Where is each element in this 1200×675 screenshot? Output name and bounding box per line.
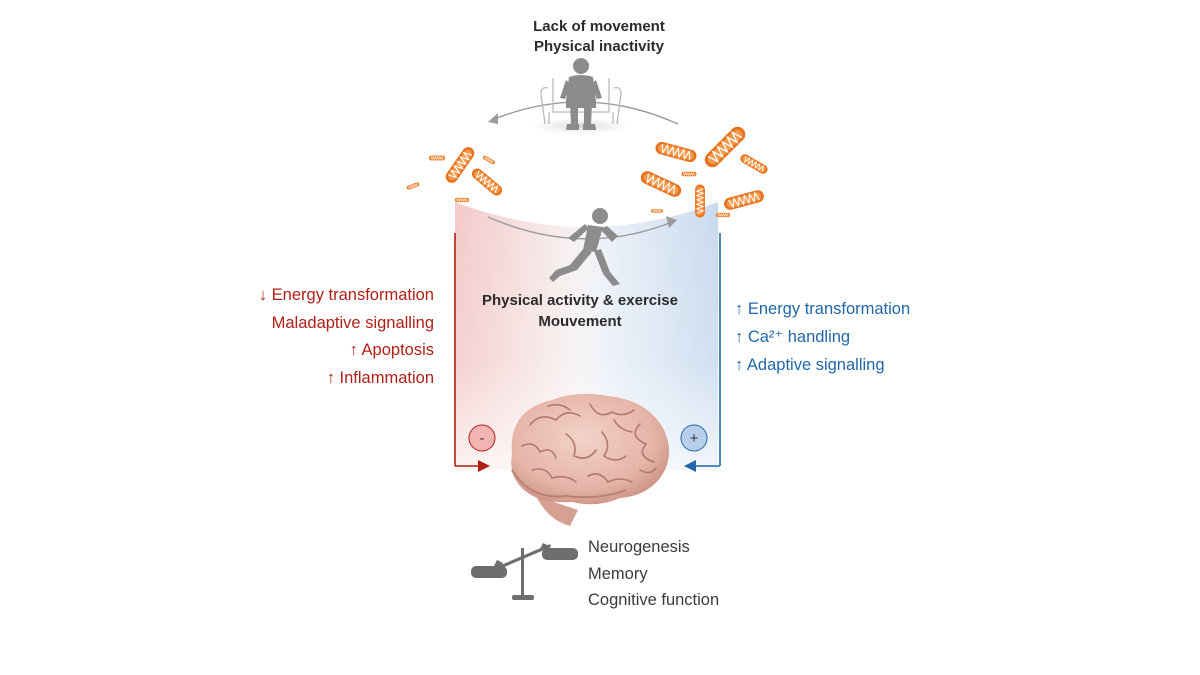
outcome-item: Memory: [588, 564, 648, 583]
activity-gradient-region: [455, 202, 718, 470]
mitochondrion-icon: [482, 154, 496, 166]
svg-text:-: -: [480, 430, 485, 447]
sitting-person-icon: [529, 58, 633, 135]
outcome-item: Cognitive function: [588, 591, 720, 609]
positive-effect-item: ↑ Adaptive signalling: [735, 356, 885, 374]
positive-effects-list: ↑ Energy transformation ↑ Ca²⁺ handling …: [735, 295, 910, 379]
inactivity-label: Lack of movement Physical inactivity: [469, 17, 729, 57]
outcome-item: Neurogenesis: [588, 538, 690, 556]
mitochondrion-icon: [700, 122, 750, 172]
mitochondrion-icon: [650, 209, 664, 213]
brain-icon: [511, 393, 670, 526]
negative-effect-item: ↑ Inflammation: [326, 369, 434, 388]
negative-effects-list: ↓ Energy transformation Maladaptive sign…: [259, 282, 434, 393]
negative-badge: -: [468, 424, 496, 452]
mitochondrion-icon: [653, 139, 699, 165]
mitochondrion-icon: [694, 184, 706, 218]
activity-label: Physical activity & exercise Mouvement: [455, 290, 705, 332]
activity-label-line1: Physical activity & exercise: [482, 292, 678, 309]
mitochondrion-icon: [715, 212, 731, 218]
positive-badge: +: [680, 424, 708, 452]
mitochondria-left: [405, 144, 505, 203]
positive-effect-item: ↑ Ca²⁺ handling: [735, 328, 851, 346]
inactivity-label-line1: Lack of movement: [533, 18, 665, 35]
mitochondrion-icon: [722, 188, 766, 212]
negative-effect-item: ↑ Apoptosis: [349, 341, 434, 360]
negative-pathway-arrow: [454, 233, 490, 472]
positive-pathway-arrow: [684, 233, 721, 472]
mitochondrion-icon: [681, 171, 697, 177]
activity-label-line2: Mouvement: [538, 313, 622, 330]
positive-effect-item: ↑ Energy transformation: [735, 300, 911, 318]
svg-text:+: +: [690, 430, 699, 447]
balance-scale-icon: [471, 543, 578, 600]
activity-arrow: [487, 216, 677, 240]
negative-effect-item: ↓ Energy transformation: [258, 286, 434, 304]
mitochondrion-icon: [442, 144, 478, 186]
mitochondrion-icon: [454, 197, 470, 203]
mitochondria-right: [638, 122, 770, 218]
outcomes-list: Neurogenesis Memory Cognitive function: [588, 534, 719, 614]
mitochondrion-icon: [738, 152, 770, 176]
inactivity-label-line2: Physical inactivity: [533, 38, 665, 55]
mitochondrion-icon: [405, 181, 421, 191]
running-person-icon: [549, 208, 620, 286]
mitochondrion-icon: [428, 155, 446, 161]
negative-effect-item: Maladaptive signalling: [271, 313, 434, 332]
mitochondrion-icon: [469, 165, 505, 199]
mitochondrion-icon: [638, 168, 684, 200]
